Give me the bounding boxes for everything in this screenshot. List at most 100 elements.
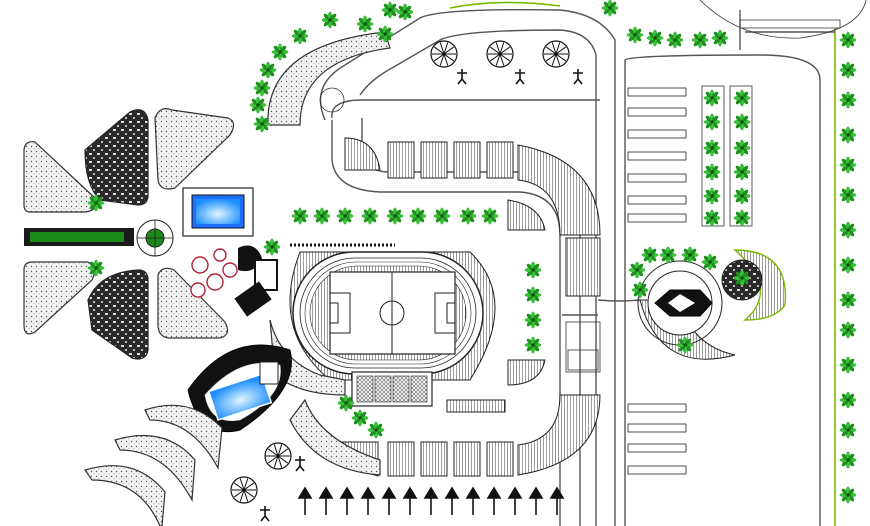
- round-tree-icon: [264, 442, 292, 470]
- palm-tree-icon: [659, 246, 677, 264]
- tree-marker-icon: [486, 486, 502, 515]
- palm-tree-icon: [626, 26, 644, 44]
- palm-tree-icon: [351, 409, 369, 427]
- palm-tree-icon: [601, 0, 619, 17]
- palm-tree-icon: [263, 238, 281, 256]
- palm-tree-icon: [524, 336, 542, 354]
- palm-tree-icon: [666, 31, 684, 49]
- palm-tree-icon: [839, 61, 857, 79]
- palm-tree-icon: [386, 207, 404, 225]
- palm-tree-icon: [839, 291, 857, 309]
- palm-tree-icon: [733, 89, 751, 107]
- hedge-row: [24, 219, 174, 257]
- person-icon: [295, 456, 305, 472]
- tree-marker-icon: [528, 486, 544, 515]
- tree-marker-icon: [402, 486, 418, 515]
- north-stands: [344, 137, 601, 297]
- round-tree-icon: [486, 40, 514, 68]
- stadium: [289, 251, 496, 381]
- palm-tree-icon: [524, 286, 542, 304]
- top-right-building: [699, 0, 867, 39]
- tree-marker-icon: [423, 486, 439, 515]
- palm-tree-icon: [321, 11, 339, 29]
- palm-tree-icon: [839, 91, 857, 109]
- flower-plaza: [190, 245, 278, 317]
- tree-marker-icon: [381, 486, 397, 515]
- person-icon: [515, 69, 525, 85]
- palm-tree-icon: [337, 394, 355, 412]
- palm-tree-icon: [839, 156, 857, 174]
- people-layer: [260, 69, 583, 522]
- tree-layer: [87, 0, 857, 504]
- feature-tree-layer: [230, 40, 570, 504]
- palm-tree-icon: [253, 115, 271, 133]
- palm-tree-icon: [703, 187, 721, 205]
- palm-tree-icon: [681, 246, 699, 264]
- palm-tree-icon: [641, 246, 659, 264]
- south-west-plaza: [289, 398, 381, 476]
- petal-gardens: [23, 108, 235, 360]
- palm-tree-icon: [631, 281, 649, 299]
- tree-marker-icon: [507, 486, 523, 515]
- aquatic-center: [187, 344, 292, 433]
- tree-marker-icon: [339, 486, 355, 515]
- tree-marker-icon: [444, 486, 460, 515]
- person-icon: [573, 69, 583, 85]
- palm-tree-icon: [691, 31, 709, 49]
- round-tree-icon: [430, 40, 458, 68]
- changing-rooms: [351, 371, 433, 407]
- south-tree-row: [297, 486, 565, 515]
- palm-tree-icon: [703, 113, 721, 131]
- palm-tree-icon: [839, 321, 857, 339]
- palm-tree-icon: [459, 207, 477, 225]
- palm-tree-icon: [361, 207, 379, 225]
- tree-marker-icon: [360, 486, 376, 515]
- palm-tree-icon: [733, 139, 751, 157]
- round-tree-icon: [230, 476, 258, 504]
- palm-tree-icon: [336, 207, 354, 225]
- tree-marker-icon: [318, 486, 334, 515]
- tree-marker-icon: [465, 486, 481, 515]
- palm-tree-icon: [839, 221, 857, 239]
- palm-tree-icon: [733, 163, 751, 181]
- palm-tree-icon: [253, 79, 271, 97]
- palm-tree-icon: [703, 163, 721, 181]
- palm-tree-icon: [433, 207, 451, 225]
- palm-tree-icon: [733, 269, 751, 287]
- palm-tree-icon: [839, 421, 857, 439]
- palm-tree-icon: [381, 1, 399, 19]
- person-icon: [457, 69, 467, 85]
- circular-pavilion: [637, 249, 787, 360]
- palm-tree-icon: [524, 311, 542, 329]
- palm-tree-icon: [733, 113, 751, 131]
- palm-tree-icon: [839, 391, 857, 409]
- person-icon: [260, 506, 270, 522]
- palm-tree-icon: [409, 207, 427, 225]
- palm-tree-icon: [703, 209, 721, 227]
- palm-tree-icon: [839, 186, 857, 204]
- palm-tree-icon: [259, 61, 277, 79]
- palm-tree-icon: [249, 96, 267, 114]
- palm-tree-icon: [839, 31, 857, 49]
- palm-tree-icon: [313, 207, 331, 225]
- palm-tree-icon: [839, 486, 857, 504]
- palm-tree-icon: [839, 451, 857, 469]
- palm-tree-icon: [481, 207, 499, 225]
- palm-tree-icon: [87, 259, 105, 277]
- south-stands: [339, 321, 601, 477]
- palm-tree-icon: [628, 261, 646, 279]
- palm-tree-icon: [396, 3, 414, 21]
- north-boundary-arc: [449, 1, 561, 9]
- palm-tree-icon: [646, 29, 664, 47]
- palm-tree-icon: [676, 336, 694, 354]
- crescent-planters: [84, 404, 223, 526]
- palm-tree-icon: [839, 356, 857, 374]
- swimming-pool-deck: [182, 187, 254, 237]
- palm-tree-icon: [733, 209, 751, 227]
- tree-marker-icon: [549, 486, 565, 515]
- parking-lot: [627, 85, 753, 475]
- palm-tree-icon: [711, 29, 729, 47]
- palm-tree-icon: [839, 126, 857, 144]
- palm-tree-icon: [356, 15, 374, 33]
